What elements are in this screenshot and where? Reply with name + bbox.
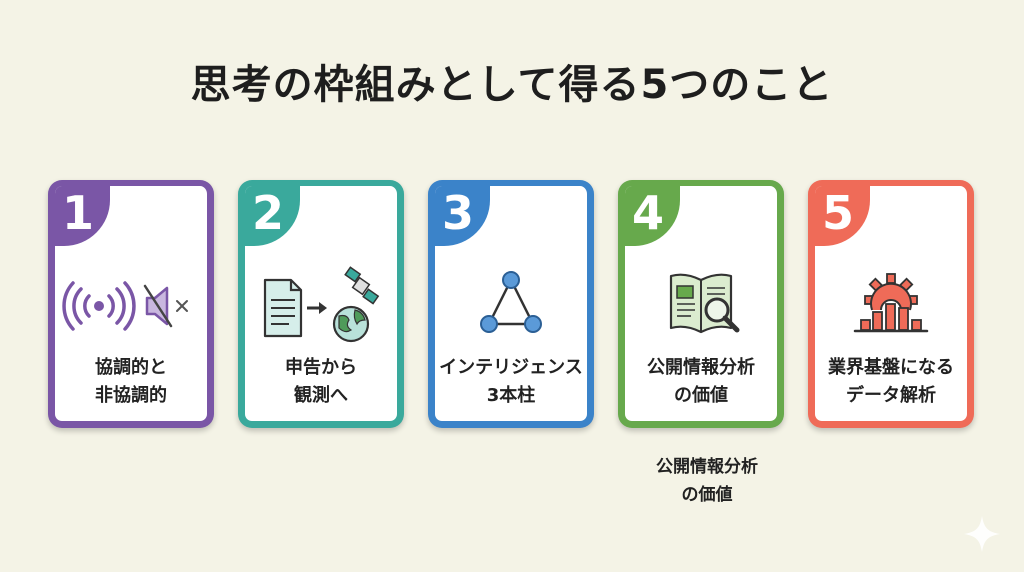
globe-icon	[332, 305, 370, 343]
arrow-right-icon	[307, 302, 327, 314]
page-title: 思考の枠組みとして得る5つのこと	[190, 62, 834, 108]
triangle-network-icon	[480, 271, 542, 333]
newspaper-magnifier-icon	[669, 273, 740, 334]
card-5: 5 業界基盤になる データ解析	[808, 180, 974, 428]
broadcast-signal-icon	[62, 281, 136, 331]
caption: 公開情報分析 の価値	[656, 457, 758, 505]
card-3: 3 インテリジェンス 3本柱	[428, 180, 594, 428]
document-icon	[263, 278, 303, 338]
gear-bar-chart-icon	[853, 273, 929, 333]
satellite-icon	[344, 266, 380, 305]
card-label: 協調的と 非協調的	[95, 357, 167, 406]
card-label: インテリジェンス 3本柱	[439, 357, 583, 406]
card-number: 4	[625, 186, 680, 246]
card-1: 1 協調的と 非協調的	[48, 180, 214, 428]
card-number: 2	[245, 186, 300, 246]
card-number: 5	[815, 186, 870, 246]
card-number: 1	[55, 186, 110, 246]
muted-speaker-icon	[143, 284, 188, 328]
card-label: 公開情報分析 の価値	[647, 357, 755, 406]
card-label: 業界基盤になる データ解析	[828, 357, 954, 406]
card-4: 4 公開情報分析 の価値	[618, 180, 784, 428]
card-label: 申告から 観測へ	[285, 357, 357, 406]
sparkle-icon	[964, 516, 1000, 552]
card-number: 3	[435, 186, 490, 246]
card-2: 2	[238, 180, 404, 428]
